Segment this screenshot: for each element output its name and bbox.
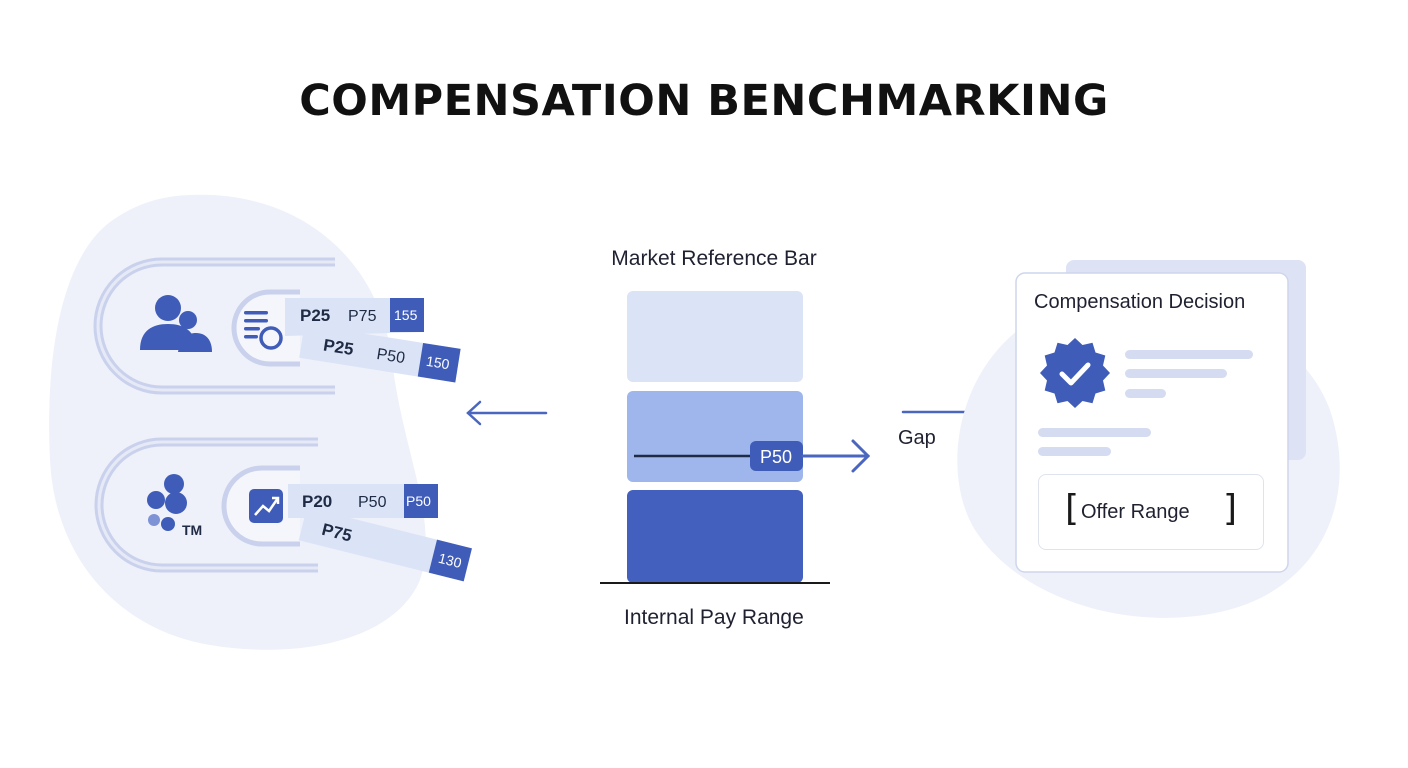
tm-logo-text: TM xyxy=(182,522,202,538)
tag-label: P50 xyxy=(358,494,387,511)
gap-label: Gap xyxy=(898,427,936,449)
tag-label: P25 xyxy=(322,336,355,359)
trend-chart-icon xyxy=(249,489,283,523)
tm-logo-icon xyxy=(147,474,187,531)
arrow-right-icon xyxy=(801,439,871,473)
bar-segment-bottom xyxy=(627,490,803,583)
card-1-tag-bottom[interactable]: P25 P50 150 xyxy=(299,324,461,383)
tag-value: 130 xyxy=(437,550,464,571)
source-card-1[interactable]: P25 P75 155 P25 P50 150 xyxy=(93,257,461,395)
tag-label: P50 xyxy=(375,346,406,367)
bar-segment-top xyxy=(627,291,803,382)
tag-label: P75 xyxy=(348,308,377,325)
page-title: COMPENSATION BENCHMARKING xyxy=(299,76,1109,126)
tag-value: 150 xyxy=(425,353,451,372)
card-2-tag-bottom[interactable]: P75 130 xyxy=(298,507,472,582)
offer-range-box[interactable]: [ Offer Range ] xyxy=(1038,474,1264,550)
tag-label: P20 xyxy=(302,492,332,511)
tag-value: 155 xyxy=(394,307,418,323)
offer-range-label: Offer Range xyxy=(1081,501,1190,523)
market-reference-label: Market Reference Bar xyxy=(611,247,816,270)
arrow-left-icon xyxy=(466,400,548,426)
list-search-icon xyxy=(244,311,283,350)
internal-pay-range-label: Internal Pay Range xyxy=(624,606,804,629)
placeholder-text-lines xyxy=(1038,350,1253,456)
p50-marker: P50 xyxy=(750,441,803,471)
market-reference-bar xyxy=(600,291,830,584)
source-card-2[interactable]: TM P20 P50 P50 P75 130 xyxy=(94,437,472,582)
tag-value: P50 xyxy=(406,493,431,509)
card-2-tag-top[interactable]: P20 P50 P50 xyxy=(288,484,438,518)
bracket-close: ] xyxy=(1223,488,1238,529)
p50-marker-label: P50 xyxy=(760,447,792,467)
tag-label: P25 xyxy=(300,306,330,325)
people-icon xyxy=(140,295,212,352)
bracket-open: [ xyxy=(1065,488,1080,529)
verified-check-icon xyxy=(1040,338,1110,408)
decision-title: Compensation Decision xyxy=(1034,291,1245,313)
card-1-tag-top[interactable]: P25 P75 155 xyxy=(285,298,424,336)
